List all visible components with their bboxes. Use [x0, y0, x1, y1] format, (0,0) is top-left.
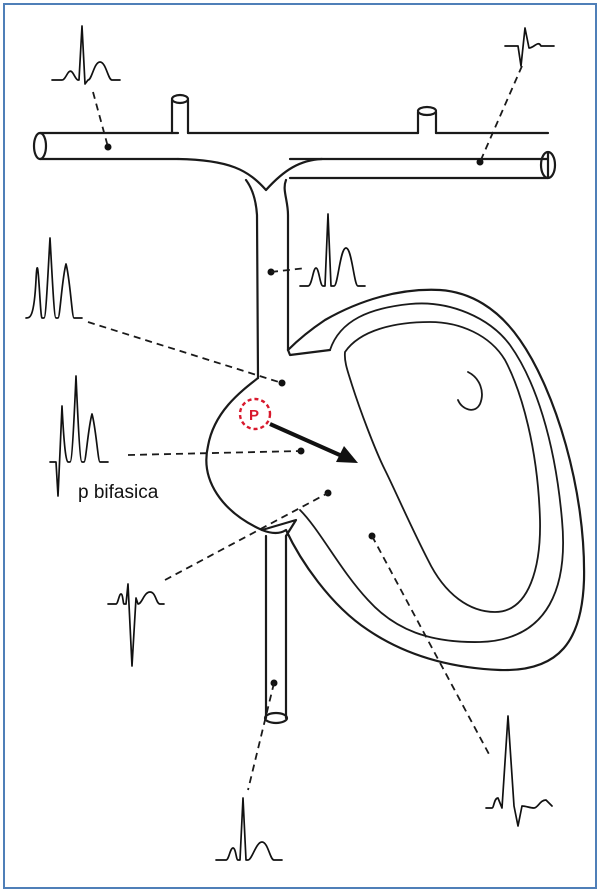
heart-outer-wall [206, 290, 584, 670]
leader-lines [88, 66, 522, 790]
pacemaker-label: P [249, 407, 259, 424]
left-branch-opening [172, 95, 188, 103]
right-subclavian-vein [188, 133, 548, 159]
svc-left-wall [246, 180, 258, 378]
interventricular-septum [300, 303, 563, 642]
heart [206, 290, 584, 670]
electrode-high-atrium [279, 380, 286, 387]
right-branch-opening [418, 107, 436, 115]
ecg-high-atrium [26, 238, 82, 318]
ecg-low-atrium [108, 584, 164, 666]
left-vein-branch [172, 100, 188, 133]
svc-right-wall [285, 180, 288, 350]
ecg-ventricle [486, 716, 552, 826]
left-vein-opening [34, 133, 46, 159]
ecg-mid-atrium [50, 376, 108, 496]
inferior-vena-cava [265, 536, 287, 723]
biphasic-p-label: p bifasica [78, 482, 158, 504]
electrode-right-vein [477, 159, 484, 166]
ivc-opening [265, 713, 287, 723]
left-ventricle-cavity [345, 322, 540, 612]
ecg-left-arm [52, 26, 120, 84]
ecg-right-arm [505, 28, 554, 66]
papillary-notch [458, 372, 482, 410]
ecg-traces [26, 26, 554, 860]
venous-system [34, 95, 555, 378]
ecg-ivc [216, 798, 282, 860]
ecg-svc [300, 214, 365, 286]
electrode-points [105, 144, 484, 687]
conduction-arrow-shaft [270, 424, 342, 456]
atrium-roof [288, 350, 330, 355]
right-vein-lower [290, 152, 548, 178]
